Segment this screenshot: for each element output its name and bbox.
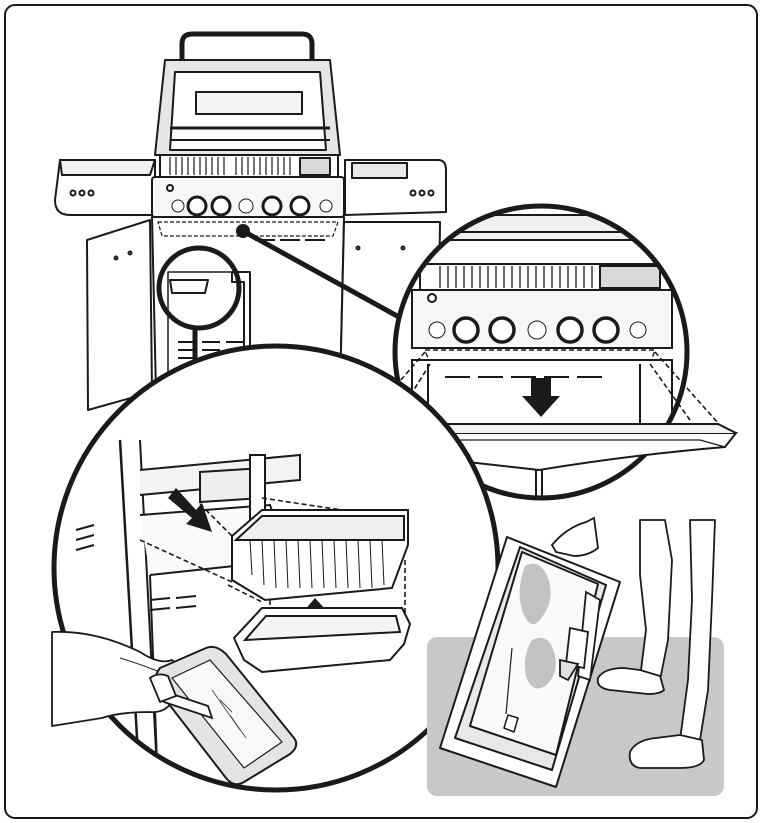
- person-legs-icon: [596, 519, 716, 769]
- scraper-icon: [148, 673, 214, 720]
- callout-circle-small: [156, 245, 242, 331]
- grease-cup-liner-icon: [231, 509, 409, 602]
- drip-tray-cleaning: [439, 536, 621, 788]
- grease-cup-icon: [232, 607, 412, 674]
- holding-hand-icon: [550, 516, 599, 557]
- scraper-hand-icon: [559, 590, 601, 682]
- arrow-down-icon: [522, 378, 560, 417]
- arrow-diag-icon: [168, 488, 212, 532]
- left-detail: [51, 343, 501, 793]
- right-detail: [351, 203, 739, 501]
- callout-leader-right: [241, 228, 410, 325]
